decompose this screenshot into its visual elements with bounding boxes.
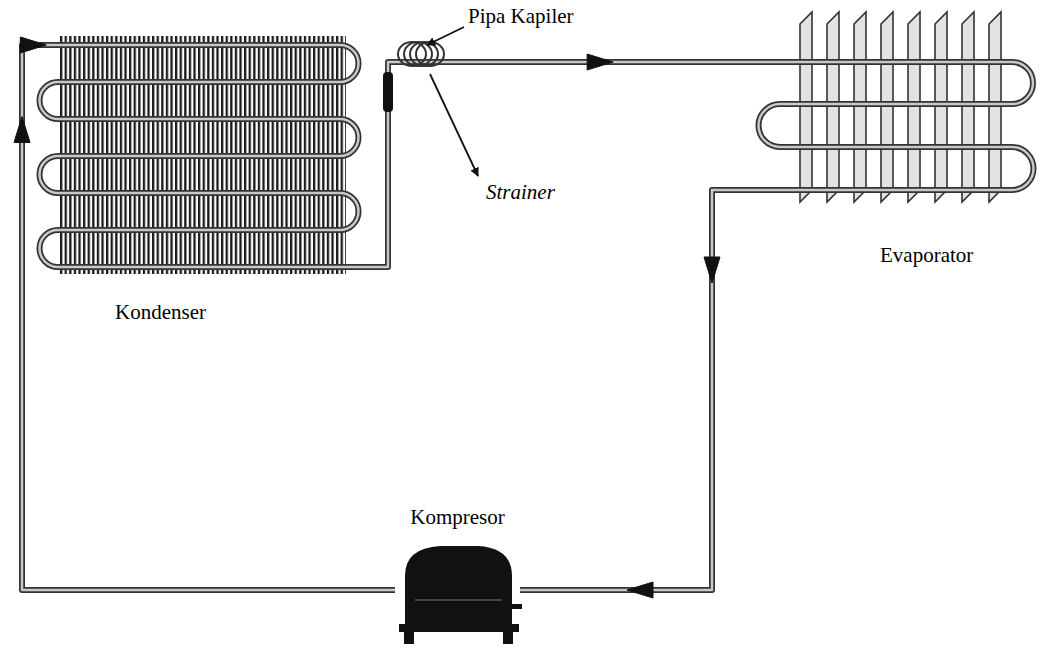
- leader-line: [430, 74, 478, 176]
- flow-arrowhead: [14, 116, 30, 142]
- pipe-outline: [22, 45, 395, 590]
- compressor-foot: [503, 630, 513, 644]
- compressor-stub: [512, 604, 522, 609]
- part-label: Strainer: [486, 180, 555, 204]
- component-label: Kondenser: [115, 300, 206, 324]
- pipe-core: [520, 190, 755, 590]
- compressor-seam: [415, 599, 502, 601]
- evaporator-unit: Evaporator: [755, 15, 1035, 280]
- evaporator-tube: [755, 62, 1034, 190]
- refrigerant-pipe: [520, 190, 755, 598]
- compressor-shell: [405, 546, 512, 628]
- pipe-outline: [520, 190, 755, 590]
- tube-core: [755, 62, 1034, 190]
- tube-outline: [40, 45, 361, 267]
- coil-loop: [416, 42, 444, 66]
- refrigerant-pipe: [360, 54, 755, 267]
- flow-arrowhead: [627, 582, 653, 598]
- refrigerant-pipe: [14, 37, 395, 590]
- label-wrap: Pipa Kapiler: [468, 4, 574, 28]
- compressor-base: [399, 624, 519, 632]
- strainer-symbol: [383, 72, 393, 112]
- flow-arrowhead: [587, 54, 613, 70]
- tube-outline: [755, 62, 1034, 190]
- compressor-foot: [404, 630, 414, 644]
- flow-arrowhead: [704, 257, 720, 283]
- leader-line: [427, 27, 464, 45]
- flow-arrowhead: [20, 37, 46, 53]
- pipe-outline: [360, 62, 755, 267]
- condenser-unit: Kondenser: [50, 35, 360, 335]
- component-label: Kompresor: [410, 505, 504, 529]
- label-wrap: Strainer: [486, 180, 555, 204]
- pipe-core: [360, 62, 755, 267]
- compressor-body: [399, 546, 522, 644]
- pipe-core: [22, 45, 395, 590]
- part-label: Pipa Kapiler: [468, 4, 574, 28]
- coil-loop: [398, 42, 426, 66]
- condenser-tube: [40, 45, 361, 267]
- compressor-unit: Kompresor: [395, 503, 520, 653]
- capillary-coil: [398, 42, 444, 66]
- component-label: Evaporator: [880, 243, 973, 267]
- tube-core: [40, 45, 361, 267]
- coil-loop: [410, 42, 438, 66]
